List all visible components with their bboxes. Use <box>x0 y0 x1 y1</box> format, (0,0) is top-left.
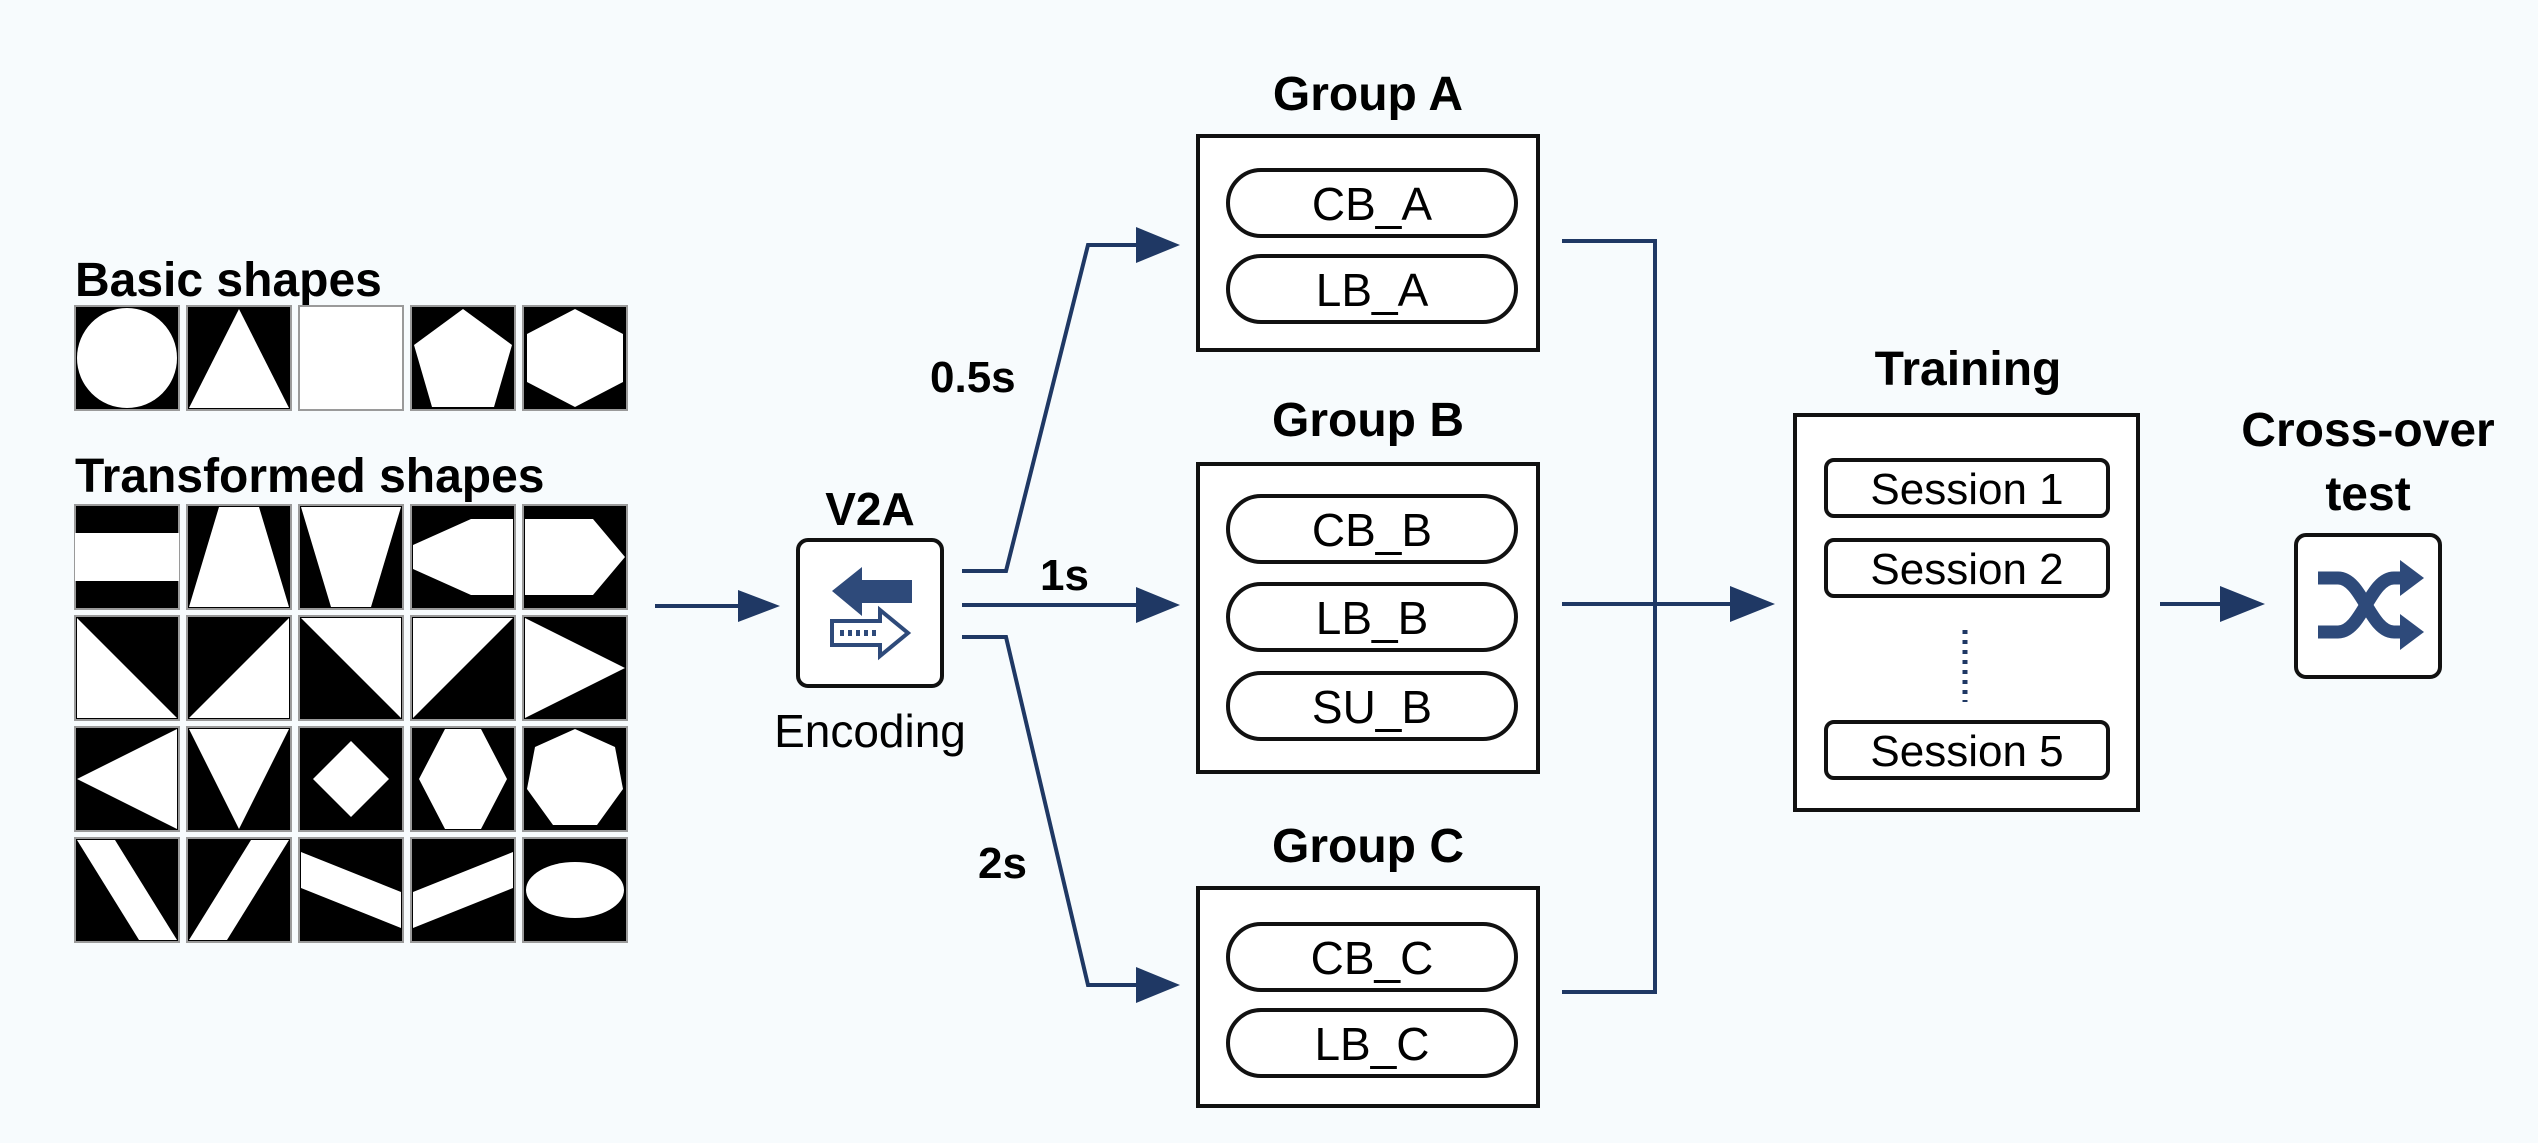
arrowhead-crossover <box>2220 586 2265 622</box>
shape-circle <box>74 305 180 411</box>
session-5-label: Session 5 <box>1870 727 2063 776</box>
group-c-title: Group C <box>1272 820 1464 873</box>
arrowhead-v2a <box>738 590 780 622</box>
shape-right-triangle-4 <box>410 615 516 721</box>
group-c-item-2-label: LB_C <box>1314 1018 1429 1070</box>
shape-trapezoid-inverted <box>298 504 404 610</box>
group-b-item-2 <box>1226 582 1518 652</box>
session-2-label: Session 2 <box>1870 545 2063 594</box>
shape-hexagon-wide <box>410 504 516 610</box>
merge-bracket <box>1562 239 1657 994</box>
basic-shapes-grid <box>74 305 628 411</box>
shape-triangle-right <box>522 615 628 721</box>
group-b-item-3-label: SU_B <box>1312 681 1432 733</box>
group-a-item-1-label: CB_A <box>1312 178 1432 230</box>
shape-triangle-left <box>74 726 180 832</box>
group-a-item-1 <box>1226 168 1518 238</box>
basic-shapes-title: Basic shapes <box>75 254 382 307</box>
group-c-item-2 <box>1226 1008 1518 1078</box>
duration-label-b: 1s <box>1040 551 1089 600</box>
shape-ellipse <box>522 837 628 943</box>
group-b-title: Group B <box>1272 394 1464 447</box>
group-a-title: Group A <box>1273 68 1463 121</box>
connectors <box>655 227 2265 1003</box>
arrowhead-group-c <box>1136 967 1180 1003</box>
shape-trapezoid <box>186 504 292 610</box>
transformed-shapes-title: Transformed shapes <box>75 450 545 503</box>
group-c-item-1-label: CB_C <box>1311 932 1434 984</box>
shape-right-triangle-3 <box>298 615 404 721</box>
group-a-item-2-label: LB_A <box>1316 264 1429 316</box>
crossover-title-line2: test <box>2325 468 2410 521</box>
shape-hexagon-stretched <box>522 504 628 610</box>
shape-square <box>298 305 404 411</box>
group-c-item-1 <box>1226 922 1518 992</box>
group-a-item-2 <box>1226 254 1518 324</box>
group-b-item-1-label: CB_B <box>1312 504 1432 556</box>
shape-parallelogram-2 <box>186 837 292 943</box>
shape-diamond <box>298 726 404 832</box>
training-title: Training <box>1875 343 2062 396</box>
shape-parallelogram-1 <box>74 837 180 943</box>
shape-parallelogram-4 <box>410 837 516 943</box>
duration-label-c: 2s <box>978 839 1027 888</box>
shape-parallelogram-3 <box>298 837 404 943</box>
crossover-title-line1: Cross-over <box>2241 404 2494 457</box>
v2a-box <box>796 538 944 688</box>
shape-pentagon <box>410 305 516 411</box>
shuffle-icon <box>2318 560 2424 650</box>
transformed-shapes-grid <box>74 504 628 943</box>
session-1-item <box>1824 458 2110 518</box>
group-b-item-1 <box>1226 494 1518 564</box>
shape-triangle-down <box>186 726 292 832</box>
shape-right-triangle-2 <box>186 615 292 721</box>
arrow-to-group-c <box>962 635 1145 987</box>
arrowhead-group-b <box>1136 587 1180 623</box>
session-1-label: Session 1 <box>1870 465 2063 514</box>
group-b-item-3 <box>1226 671 1518 741</box>
encoding-caption: Encoding <box>774 705 966 757</box>
v2a-title: V2A <box>825 483 914 535</box>
shape-rectangle-wide <box>74 504 180 610</box>
session-2-item <box>1824 538 2110 598</box>
arrow-to-group-a <box>962 243 1145 573</box>
shape-triangle <box>186 305 292 411</box>
shape-hexagon-tall <box>410 726 516 832</box>
arrowhead-training <box>1730 586 1775 622</box>
shape-right-triangle-1 <box>74 615 180 721</box>
session-5-item <box>1824 720 2110 780</box>
group-b-item-2-label: LB_B <box>1316 592 1429 644</box>
shape-heptagon <box>522 726 628 832</box>
audio-conversion-icon <box>830 567 912 661</box>
duration-label-a: 0.5s <box>930 353 1016 402</box>
arrowhead-group-a <box>1136 227 1180 263</box>
shape-hexagon <box>522 305 628 411</box>
